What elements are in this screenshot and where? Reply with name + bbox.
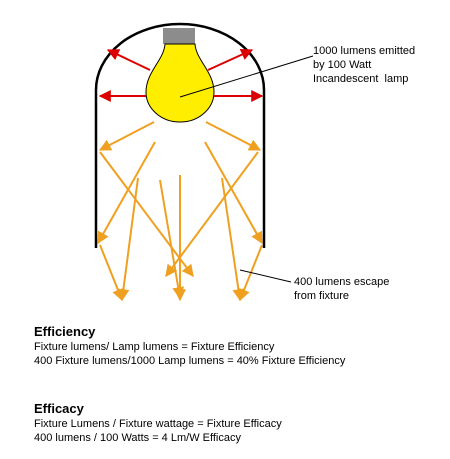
efficiency-example: 400 Fixture lumens/1000 Lamp lumens = 40… [34, 355, 346, 367]
orange-arrow [221, 177, 245, 302]
escape-callout-leader [239, 269, 292, 283]
red-arrow [106, 49, 151, 71]
orange-arrow [159, 179, 185, 300]
efficacy-title: Efficacy [34, 401, 84, 416]
escape-arrows [97, 121, 263, 302]
escape-callout-line: from fixture [294, 290, 350, 302]
orange-arrow [98, 121, 155, 151]
fixture-housing [94, 22, 266, 248]
lamp-callout: 1000 lumens emitted by 100 Watt Incandes… [313, 44, 443, 86]
efficiency-formula: Fixture lumens/ Lamp lumens = Fixture Ef… [34, 341, 275, 353]
bulb-base [163, 28, 195, 44]
lamp-callout-line: by 100 Watt [313, 59, 372, 71]
orange-arrow [205, 121, 262, 151]
lamp-callout-line: Incandescent lamp [313, 73, 409, 85]
orange-arrow [117, 177, 139, 302]
orange-arrow [97, 141, 156, 245]
lamp-callout-line: 1000 lumens emitted [313, 45, 416, 57]
lamp-callout-leader [179, 55, 314, 98]
efficacy-formula: Fixture Lumens / Fixture wattage = Fixtu… [34, 418, 282, 430]
red-arrow [207, 49, 254, 71]
efficiency-title: Efficiency [34, 324, 96, 339]
efficacy-example: 400 lumens / 100 Watts = 4 Lm/W Efficacy [34, 432, 241, 444]
orange-arrow [204, 141, 263, 245]
bulb [145, 43, 215, 123]
orange-arrow [99, 244, 124, 302]
lamp-emission-arrows [98, 49, 264, 102]
orange-arrow [165, 151, 259, 277]
escape-callout-line: 400 lumens escape [294, 276, 390, 288]
orange-arrow [99, 151, 194, 277]
escape-callout: 400 lumens escape from fixture [294, 275, 434, 303]
